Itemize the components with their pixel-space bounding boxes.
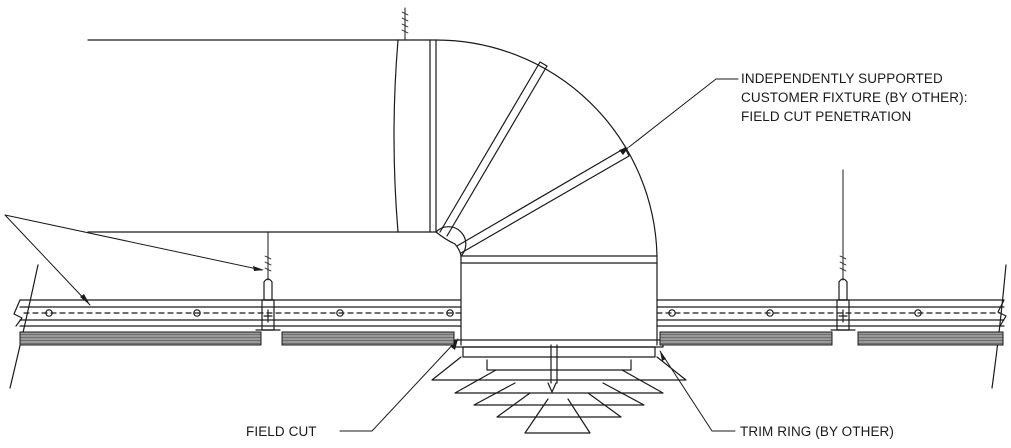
horizontal-duct: [87, 39, 437, 233]
tile-left: [19, 331, 262, 346]
fixture-callout-line-3: FIELD CUT PENETRATION: [741, 109, 912, 124]
hanger-clip-left: [255, 231, 281, 331]
diffuser: [431, 339, 687, 434]
fixture-callout-line-2: CUSTOMER FIXTURE (BY OTHER):: [741, 90, 968, 105]
fixture-callout: INDEPENDENTLY SUPPORTED CUSTOMER FIXTURE…: [741, 69, 968, 126]
field-cut-callout: FIELD CUT: [246, 424, 317, 439]
ceiling-runner-left: [13, 299, 462, 327]
leader-lines: [4, 78, 739, 432]
ceiling-tiles: [19, 331, 1004, 346]
duct-elbow: [435, 39, 658, 257]
arrowheads: [80, 147, 666, 361]
duct-hanger-wire: [401, 7, 409, 41]
left-edge-line: [9, 264, 39, 389]
tile-right: [857, 331, 1004, 346]
tile-center-left: [281, 331, 455, 346]
tile-center-right: [659, 331, 833, 346]
trim-ring-callout: TRIM RING (BY OTHER): [740, 424, 895, 439]
right-edge-line: [991, 264, 1007, 389]
vertical-duct: [460, 255, 658, 346]
fixture-callout-line-1: INDEPENDENTLY SUPPORTED: [741, 71, 943, 86]
hanger-clip-right: [830, 169, 856, 331]
ceiling-runner-right: [656, 299, 1007, 327]
